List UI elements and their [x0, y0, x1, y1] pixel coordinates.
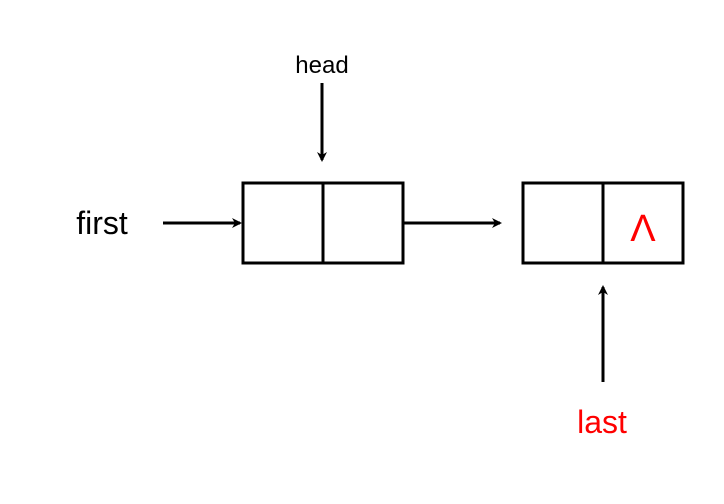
- node-2: Λ: [521, 181, 685, 265]
- node-1-data-cell: [241, 181, 325, 265]
- node-2-data-cell: [521, 181, 605, 265]
- last-label: last: [577, 404, 627, 440]
- first-label: first: [76, 205, 128, 241]
- null-marker: Λ: [630, 208, 656, 250]
- node-1: [241, 181, 405, 265]
- head-label: head: [295, 52, 348, 79]
- node-2-next-cell: [601, 181, 685, 265]
- node-1-next-cell: [321, 181, 405, 265]
